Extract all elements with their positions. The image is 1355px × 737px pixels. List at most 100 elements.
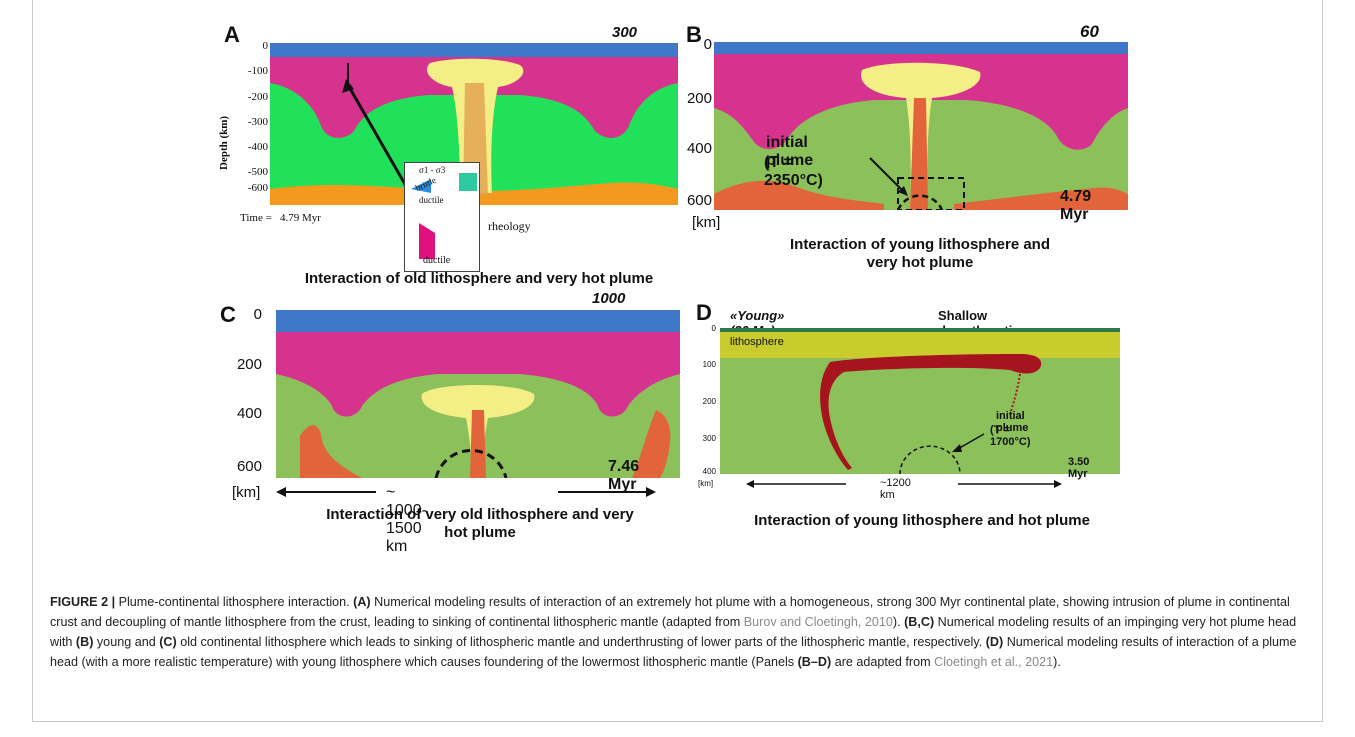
- pointer-arrow: [346, 84, 412, 194]
- initial-plume-outline: [434, 448, 508, 478]
- reference-link-cloetingh[interactable]: Cloetingh et al., 2021: [934, 655, 1054, 669]
- panel-c-label: C: [220, 302, 236, 327]
- inset-sigma: σ1 - σ3: [419, 165, 446, 175]
- caption-text-b: young and: [93, 635, 160, 649]
- plume-drip: [1009, 373, 1021, 415]
- panel-c-model-plot: [276, 310, 680, 478]
- rheology-inset: σ1 - σ3 brittle ductile ductile: [404, 162, 480, 272]
- plume-material: [820, 354, 1042, 470]
- crust-layer: [270, 43, 678, 57]
- panel-a-ytick: -400: [247, 141, 268, 153]
- panel-c-caption: Interaction of very old lithosphere and …: [270, 506, 690, 542]
- panel-c-caption-line2: hot plume: [444, 524, 516, 541]
- caption-text-bc: Numerical modeling results of an impingi…: [50, 615, 1297, 649]
- panel-b-time: 4.79 Myr: [1060, 188, 1092, 223]
- panel-b-caption-line2: very hot plume: [866, 254, 974, 271]
- lithosphere-mantle: [276, 332, 680, 417]
- panel-d-width-label: ~1200 km: [880, 477, 911, 501]
- figure-caption: FIGURE 2 | Plume-continental lithosphere…: [50, 592, 1315, 672]
- caption-text-c: old continental lithosphere which leads …: [176, 635, 986, 649]
- lower-layer-right: [632, 410, 671, 478]
- panel-b-caption: Interaction of young lithosphere and ver…: [740, 236, 1100, 272]
- initial-plume-box: [897, 177, 965, 210]
- panel-d-ytick: 200: [702, 397, 716, 406]
- panel-d-layer-label: lithosphere: [730, 336, 784, 348]
- inset-rheology-label: rheology: [488, 219, 531, 233]
- plume-conduit: [910, 98, 928, 210]
- panel-a-caption: Interaction of old lithosphere and very …: [304, 270, 654, 287]
- caption-label-a: (A): [353, 595, 371, 609]
- panel-c-width-arrow: [276, 487, 656, 497]
- caption-text-bd: are adapted from: [831, 655, 935, 669]
- panel-a-ytick: -300: [247, 116, 268, 128]
- lithosphere-layer: [720, 332, 1120, 358]
- caption-text-a-end: ).: [892, 615, 905, 629]
- panel-c-unit: [km]: [232, 484, 261, 501]
- caption-label-b: (B): [75, 635, 94, 649]
- panel-b-annotation-2: (T = 2350°C): [764, 154, 823, 189]
- lower-layer-right: [954, 187, 1128, 210]
- panel-b-ytick: 200: [686, 90, 712, 107]
- reference-link-burov[interactable]: Burov and Cloetingh, 2010: [743, 615, 893, 629]
- panel-d-ytick: 100: [702, 360, 716, 369]
- inset-ductile-bottom: ductile: [423, 255, 451, 266]
- crust-layer: [714, 42, 1128, 54]
- panel-d-annotation-1: initial plume: [996, 410, 1029, 434]
- panel-b-ytick: 0: [703, 36, 712, 53]
- caption-label-d: (D): [985, 635, 1004, 649]
- panel-c-ytick: 200: [236, 356, 262, 373]
- panel-b-ytick: 400: [686, 140, 712, 157]
- panel-a-label: A: [224, 22, 240, 47]
- caption-label-bd: (B–D): [797, 655, 832, 669]
- caption-end: ).: [1053, 655, 1061, 669]
- panel-d-model-plot: [720, 328, 1120, 474]
- lithosphere-mantle: [714, 54, 1128, 150]
- arrow-head: [342, 79, 354, 93]
- panel-c-ytick: 400: [236, 405, 262, 422]
- figure-caption-lead: FIGURE 2 |: [50, 595, 116, 609]
- panel-b-annotation-1: initial plume: [766, 134, 814, 169]
- panel-a-ytick: 0: [262, 40, 269, 52]
- panel-c-time: 7.46 Myr: [608, 458, 640, 493]
- panel-b-unit: [km]: [692, 214, 721, 231]
- inset-graphic: [411, 173, 477, 259]
- caption-text-a: Numerical modeling results of interactio…: [50, 595, 1290, 629]
- panel-a-time: Time = 4.79 Myr: [240, 212, 321, 224]
- panel-c-ytick: 600: [236, 458, 262, 475]
- panel-b-model-plot: [714, 42, 1128, 210]
- panel-a-ytick: -500: [247, 166, 268, 178]
- panel-d-time: 3.50 Myr: [1068, 456, 1090, 480]
- caption-text-d: Numerical modeling results of interactio…: [50, 635, 1297, 669]
- caption-label-c: (C): [159, 635, 177, 649]
- panel-d-ytick: 300: [702, 434, 716, 443]
- crust-layer: [276, 310, 680, 332]
- lower-layer-left: [714, 180, 884, 210]
- lower-layer-left: [300, 425, 362, 478]
- initial-plume-outline: [899, 445, 961, 474]
- panel-a-ytick: -600: [247, 182, 268, 194]
- panel-b-label: B: [686, 22, 702, 47]
- panel-a-ytick: -200: [247, 91, 268, 103]
- panel-d-ytick: 400: [702, 467, 716, 476]
- crust-layer: [720, 328, 1120, 332]
- panel-d-width-arrow: [746, 480, 1062, 488]
- plume-conduit: [470, 410, 486, 478]
- panel-b-ytick: 600: [686, 192, 712, 209]
- figure-caption-title: Plume-continental lithosphere interactio…: [115, 595, 354, 609]
- panel-d-caption: Interaction of young lithosphere and hot…: [754, 512, 1090, 529]
- caption-label-bc: (B,C): [904, 615, 935, 629]
- panel-d-unit: [km]: [698, 479, 714, 488]
- panel-d-annotation-2: (T = 1700°C): [990, 424, 1031, 448]
- panel-d-label: D: [696, 300, 712, 325]
- panel-c-width-label: ~ 1000-1500 km: [386, 484, 427, 555]
- panel-c-caption-line1: Interaction of very old lithosphere and …: [326, 506, 634, 523]
- lithosphere-mantle: [270, 57, 678, 138]
- panel-a-ylabel: Depth (km): [218, 115, 230, 170]
- panel-a-ytick: -100: [247, 65, 268, 77]
- panel-d-ytick: 0: [711, 324, 716, 333]
- panel-c-ytick: 0: [253, 306, 262, 323]
- annotation-arrow: [869, 157, 905, 193]
- inset-ductile-top: ductile: [419, 195, 444, 205]
- figure-frame: [32, 0, 1323, 722]
- panel-b-caption-line1: Interaction of young lithosphere and: [789, 236, 1050, 253]
